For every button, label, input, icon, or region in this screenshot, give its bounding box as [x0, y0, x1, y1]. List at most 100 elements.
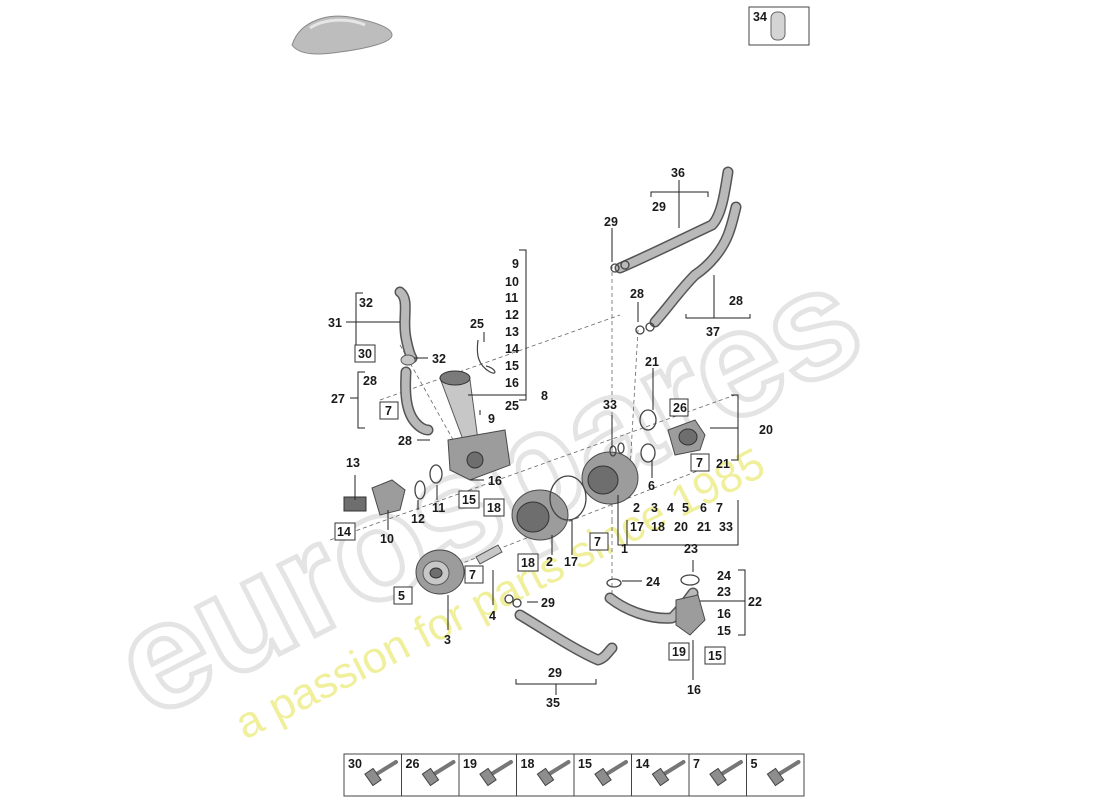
- pump-row1-5: 5: [682, 501, 689, 515]
- fastener-15-icon[interactable]: [594, 760, 628, 787]
- label-29a: 29: [652, 200, 666, 214]
- label-18a: 18: [487, 501, 501, 515]
- label-24a: 24: [646, 575, 660, 589]
- fastener-label-14: 14: [636, 757, 650, 771]
- pump-row2-21: 21: [697, 520, 711, 534]
- pulley-3[interactable]: [415, 549, 465, 595]
- label-24b: 24: [717, 569, 731, 583]
- label-25b: 25: [470, 317, 484, 331]
- label-7a: 7: [385, 404, 392, 418]
- label-15a: 15: [505, 359, 519, 373]
- label-19: 19: [672, 645, 686, 659]
- coolant-pipe-22[interactable]: [604, 574, 706, 636]
- fastener-label-15: 15: [578, 757, 592, 771]
- label-34: 34: [753, 10, 767, 24]
- label-11b: 11: [432, 501, 445, 515]
- label-22: 22: [748, 595, 762, 609]
- label-7d: 7: [469, 568, 476, 582]
- label-20: 20: [759, 423, 773, 437]
- label-28a: 28: [630, 287, 644, 301]
- label-12b: 12: [411, 512, 425, 526]
- pump-row1-3: 3: [651, 501, 658, 515]
- label-12a: 12: [505, 308, 519, 322]
- label-28c: 28: [363, 374, 377, 388]
- label-7c: 7: [594, 535, 601, 549]
- fastener-26-icon[interactable]: [421, 760, 456, 787]
- label-16c: 16: [717, 607, 731, 621]
- fastener-label-30: 30: [348, 757, 362, 771]
- label-17: 17: [564, 555, 578, 569]
- label-13b: 13: [346, 456, 360, 470]
- hose-31[interactable]: [394, 286, 418, 364]
- pump-row2-18: 18: [651, 520, 665, 534]
- pump-row1-2: 2: [633, 501, 640, 515]
- label-14a: 14: [505, 342, 519, 356]
- label-16b: 16: [488, 474, 502, 488]
- fastener-label-18: 18: [521, 757, 535, 771]
- label-5: 5: [398, 589, 405, 603]
- label-10b: 10: [380, 532, 394, 546]
- label-21a: 21: [645, 355, 659, 369]
- label-28d: 28: [398, 434, 412, 448]
- label-29c: 29: [541, 596, 555, 610]
- label-26: 26: [673, 401, 687, 415]
- pump-row1-6: 6: [700, 501, 707, 515]
- fastener-label-19: 19: [463, 757, 477, 771]
- label-8: 8: [541, 389, 548, 403]
- hose-27[interactable]: [400, 354, 434, 436]
- label-36: 36: [671, 166, 685, 180]
- label-14b: 14: [337, 525, 351, 539]
- thermostat-housing-9[interactable]: [439, 370, 511, 481]
- fastener-strip: 30 26 19 18 15 14 7 5: [343, 753, 805, 797]
- label-13a: 13: [505, 325, 519, 339]
- label-15d: 15: [708, 649, 722, 663]
- label-2: 2: [546, 555, 553, 569]
- fastener-5-icon[interactable]: [766, 760, 801, 787]
- pump-row2-33: 33: [719, 520, 733, 534]
- label-35: 35: [546, 696, 560, 710]
- label-37: 37: [706, 325, 720, 339]
- hose-37[interactable]: [649, 201, 742, 328]
- hose-36[interactable]: [614, 166, 734, 274]
- car-silhouette-icon: [291, 15, 393, 55]
- pump-row2-17: 17: [630, 520, 644, 534]
- hose-clips: [610, 260, 655, 335]
- label-18b: 18: [521, 556, 535, 570]
- hose-35[interactable]: [504, 594, 618, 666]
- label-7b: 7: [696, 456, 703, 470]
- label-23a: 23: [684, 542, 698, 556]
- part-4[interactable]: [475, 544, 503, 565]
- part-34-box[interactable]: 34: [748, 6, 810, 46]
- label-15b: 15: [462, 493, 476, 507]
- water-pump-2[interactable]: [511, 442, 639, 541]
- label-27: 27: [331, 392, 345, 406]
- fastener-label-7: 7: [693, 757, 700, 771]
- fastener-7-icon[interactable]: [709, 760, 743, 787]
- label-23b: 23: [717, 585, 731, 599]
- label-32b: 32: [432, 352, 446, 366]
- watermark: eurospares a passion for parts since 198…: [86, 229, 888, 751]
- label-28b: 28: [729, 294, 743, 308]
- sensor-25[interactable]: [476, 339, 496, 374]
- fastener-18-icon[interactable]: [536, 760, 571, 787]
- fastener-label-26: 26: [406, 757, 420, 771]
- label-31: 31: [328, 316, 342, 330]
- label-29b: 29: [604, 215, 618, 229]
- fastener-19-icon[interactable]: [479, 760, 513, 787]
- thermostat-20[interactable]: [639, 409, 706, 463]
- fastener-30-icon[interactable]: [364, 760, 398, 787]
- label-25a: 25: [505, 399, 519, 413]
- label-9a: 9: [512, 257, 519, 271]
- pump-row1-7: 7: [716, 501, 723, 515]
- watermark-brand: eurospares: [88, 232, 885, 749]
- fastener-14-icon[interactable]: [651, 760, 686, 787]
- label-21b: 21: [716, 457, 730, 471]
- label-10a: 10: [505, 275, 519, 289]
- pump-row2-20: 20: [674, 520, 688, 534]
- aux-pump-10[interactable]: [343, 464, 443, 516]
- fastener-label-5: 5: [751, 757, 758, 771]
- label-32a: 32: [359, 296, 373, 310]
- label-30: 30: [358, 347, 372, 361]
